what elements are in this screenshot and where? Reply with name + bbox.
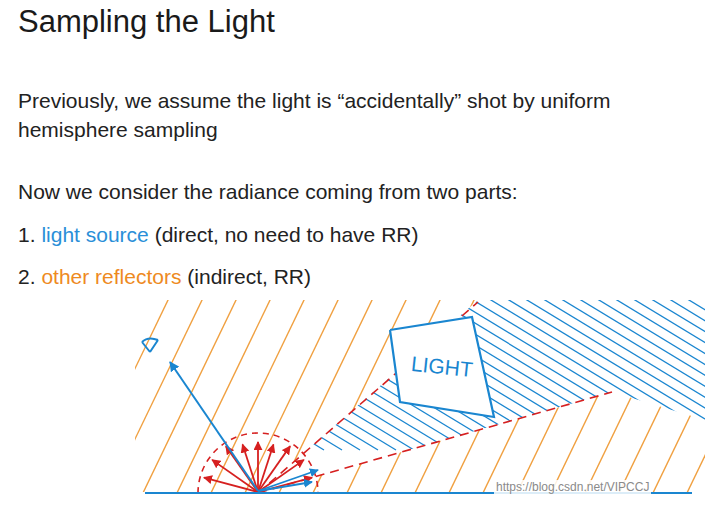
hatch-line: [652, 300, 705, 492]
hatch-line: [278, 280, 558, 450]
view-ray: [170, 362, 258, 491]
hatch-line: [0, 280, 180, 450]
indirect-hatching: [135, 300, 705, 492]
hatch-line: [0, 280, 216, 450]
hatch-line: [494, 280, 707, 450]
hatch-line: [26, 280, 306, 450]
watermark: https://blog.csdn.net/VIPCCJ: [494, 480, 651, 494]
sample-ray: [257, 442, 259, 492]
hatch-line: [332, 280, 612, 450]
hatch-line: [620, 280, 707, 450]
body-text: (indirect, RR): [187, 262, 311, 291]
slide-title: Sampling the Light: [18, 4, 275, 40]
hatch-line: [206, 280, 486, 450]
text-line: Previously, we assume the light is “acci…: [18, 86, 688, 144]
hatch-line: [80, 280, 360, 450]
hatch-line: [242, 280, 522, 450]
hatch-line: [692, 280, 707, 450]
hatch-line: [134, 280, 414, 450]
hemisphere: [198, 433, 318, 493]
direct-hatching: [0, 280, 707, 450]
body-text: Previously, we assume the light is “acci…: [18, 86, 682, 144]
hatch-line: [244, 300, 339, 492]
hatch-line: [314, 280, 594, 450]
hatch-line: [0, 280, 198, 450]
light-source: LIGHT: [388, 314, 496, 420]
hatch-line: [482, 300, 577, 492]
body-text: (direct, no need to have RR): [155, 220, 419, 249]
hatch-line: [0, 280, 234, 450]
body-text: Now we consider the radiance coming from…: [18, 177, 518, 206]
hemisphere-samples: [204, 442, 312, 492]
hatch-line: [142, 300, 237, 492]
hatch-line: [260, 280, 540, 450]
text-line: Now we consider the radiance coming from…: [18, 177, 523, 206]
hatch-line: [62, 280, 342, 450]
light-shape: [390, 317, 494, 417]
eye-symbol: [142, 338, 158, 352]
hatch-line: [584, 280, 707, 450]
hatch-line: [44, 280, 324, 450]
hatch-line: [8, 280, 288, 450]
body-text: 2.: [18, 262, 36, 291]
sample-ray: [212, 460, 258, 492]
text-line: 1.light source(direct, no need to have R…: [18, 220, 424, 249]
text-line: 2.other reflectors(indirect, RR): [18, 262, 317, 291]
hatch-line: [176, 300, 271, 492]
light-sample: [258, 470, 318, 491]
hatch-line: [224, 280, 504, 450]
sample-ray: [243, 444, 258, 492]
hatch-line: [512, 280, 707, 450]
hatch-line: [135, 300, 169, 492]
hatch-line: [98, 280, 378, 450]
hatch-line: [0, 280, 252, 450]
hatch-line: [116, 280, 396, 450]
hatch-line: [656, 280, 707, 450]
hatch-line: [674, 280, 707, 450]
hatch-line: [638, 280, 707, 450]
hatch-line: [350, 280, 630, 450]
body-text: 1.: [18, 220, 36, 249]
hatch-line: [386, 280, 666, 450]
hatch-line: [152, 280, 432, 450]
hatch-line: [404, 280, 684, 450]
highlight-text: other reflectors: [41, 262, 181, 291]
hatch-line: [602, 280, 707, 450]
sample-ray: [258, 444, 273, 492]
hatch-line: [566, 280, 707, 450]
hatch-line: [476, 280, 707, 450]
hatch-line: [210, 300, 305, 492]
light-sample: [258, 482, 312, 491]
hatch-line: [0, 280, 270, 450]
hatch-line: [548, 280, 707, 450]
highlight-text: light source: [41, 220, 148, 249]
hatch-line: [368, 280, 648, 450]
